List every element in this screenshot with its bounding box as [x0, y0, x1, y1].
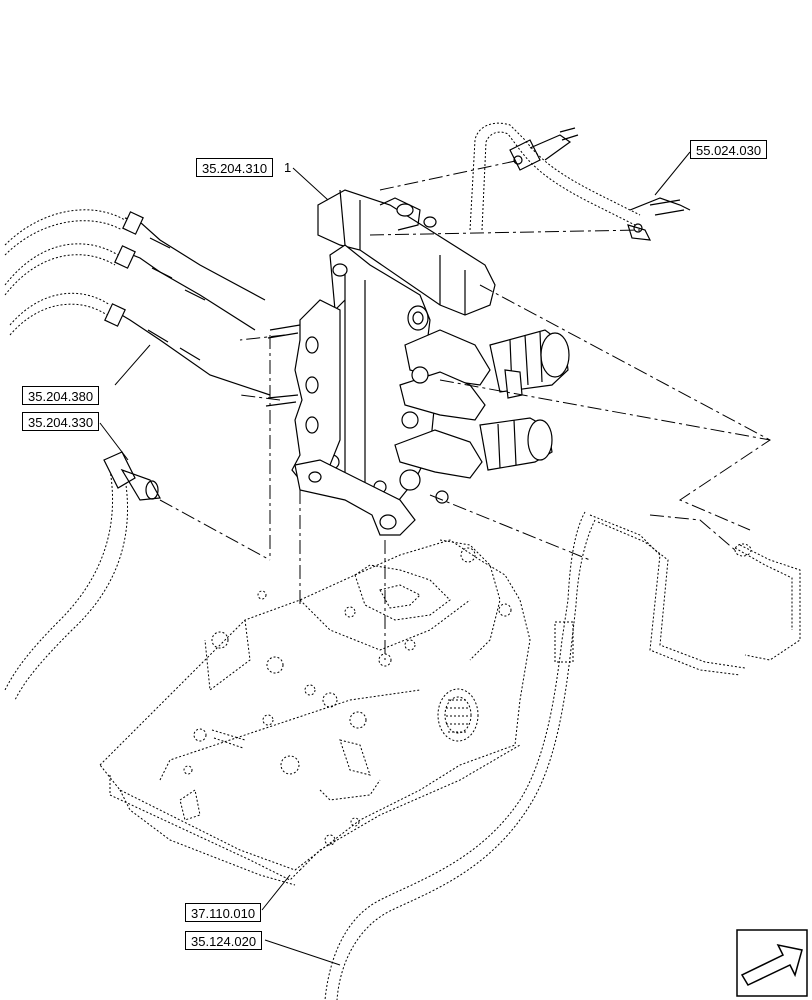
lift-housing-outline: [99, 539, 531, 886]
lift-tube-outline: [324, 511, 801, 1000]
cable-reference-callout[interactable]: 35.204.380: [22, 386, 100, 405]
tube-reference-callout[interactable]: 35.124.020: [185, 931, 263, 950]
valve-reference-callout[interactable]: 35.204.310: [196, 158, 274, 177]
housing-reference-callout[interactable]: 37.110.010: [185, 903, 262, 922]
valve-item-number: 1: [284, 160, 292, 175]
leader-lines: [99, 151, 691, 966]
hose-reference-callout[interactable]: 35.204.330: [22, 412, 100, 431]
next-page-arrow-icon[interactable]: [736, 929, 808, 997]
alignment-lines: [159, 159, 771, 660]
control-cables-outline: [4, 209, 271, 396]
pipe-assembly: [469, 122, 691, 241]
control-valve-assembly: [265, 189, 570, 536]
drain-hose-outline: [4, 451, 161, 701]
pipe-reference-callout[interactable]: 55.024.030: [690, 140, 768, 159]
